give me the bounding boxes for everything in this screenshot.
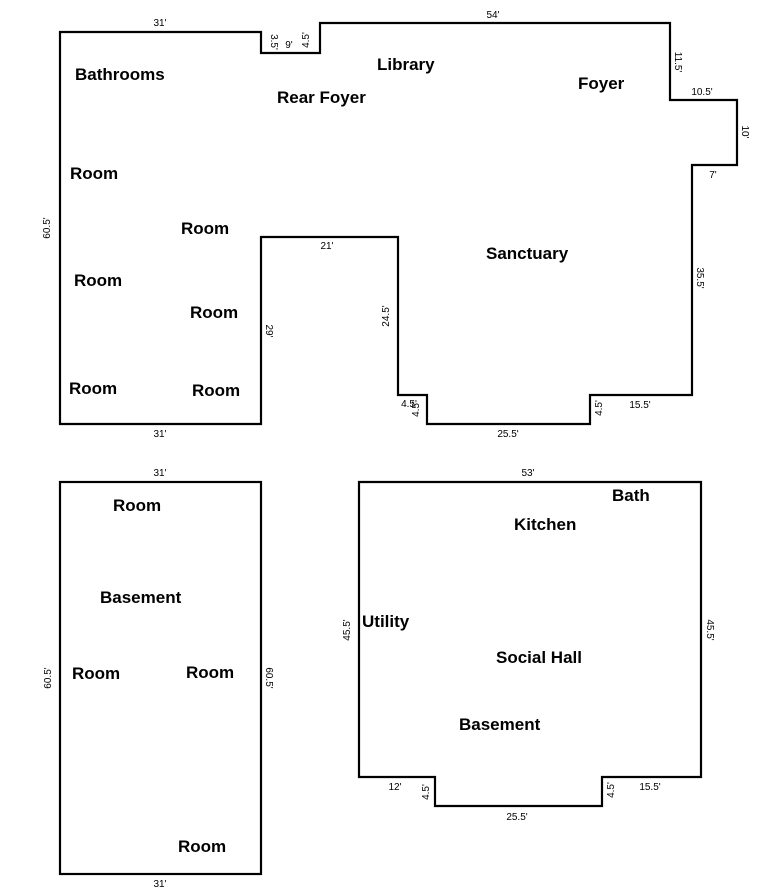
dimension-label: 4.5' (594, 400, 605, 416)
dimension-label: 31' (153, 468, 166, 479)
dimension-label: 54' (486, 10, 499, 21)
room-label-room: Room (181, 219, 229, 238)
basement-left: Room Basement Room Room Room 31' 60.5' 6… (43, 468, 274, 890)
room-label-library: Library (377, 55, 435, 74)
room-label-kitchen: Kitchen (514, 515, 576, 534)
room-label-room: Room (113, 496, 161, 515)
dimension-label: 25.5' (497, 429, 518, 440)
dimension-label: 35.5' (694, 267, 705, 288)
room-label-room: Room (69, 379, 117, 398)
room-label-room: Room (74, 271, 122, 290)
dimension-label: 3.5' (268, 34, 279, 50)
room-label-basement: Basement (100, 588, 182, 607)
dimension-label: 7' (709, 170, 717, 181)
basement-right: Bath Kitchen Utility Social Hall Basemen… (342, 468, 715, 823)
room-label-utility: Utility (362, 612, 410, 631)
room-label-room: Room (178, 837, 226, 856)
room-label-room: Room (190, 303, 238, 322)
dimension-label: 15.5' (639, 782, 660, 793)
dimension-label: 4.5' (301, 32, 312, 48)
room-label-room: Room (72, 664, 120, 683)
room-label-bathrooms: Bathrooms (75, 65, 165, 84)
dimension-label: 4.5' (411, 401, 422, 417)
room-label-foyer: Foyer (578, 74, 625, 93)
dimension-label: 29' (263, 324, 274, 337)
dimension-label: 60.5' (263, 667, 274, 688)
dimension-label: 31' (153, 429, 166, 440)
dimension-label: 4.5' (421, 784, 432, 800)
dimension-label: 45.5' (342, 619, 353, 640)
dimension-label: 11.5' (672, 52, 683, 73)
dimension-label: 4.5' (606, 782, 617, 798)
upper-floor: Bathrooms Library Rear Foyer Foyer Sanct… (42, 10, 750, 440)
room-label-social-hall: Social Hall (496, 648, 582, 667)
dimension-label: 31' (153, 879, 166, 890)
room-label-basement: Basement (459, 715, 541, 734)
upper-floor-outline (58, 21, 739, 426)
basement-right-outline (357, 480, 703, 808)
dimension-label: 21' (320, 241, 333, 252)
dimension-label: 60.5' (42, 217, 53, 238)
dimension-label: 53' (521, 468, 534, 479)
dimension-label: 24.5' (381, 305, 392, 326)
room-label-room: Room (192, 381, 240, 400)
basement-left-outline (58, 480, 263, 876)
dimension-label: 60.5' (43, 667, 54, 688)
dimension-label: 10.5' (691, 87, 712, 98)
room-label-sanctuary: Sanctuary (486, 244, 569, 263)
room-label-rear-foyer: Rear Foyer (277, 88, 366, 107)
room-label-room: Room (186, 663, 234, 682)
dimension-label: 4.5' (401, 399, 417, 410)
dimension-label: 12' (388, 782, 401, 793)
room-label-room: Room (70, 164, 118, 183)
dimension-label: 25.5' (506, 812, 527, 823)
dimension-label: 10' (739, 125, 750, 138)
dimension-label: 31' (153, 18, 166, 29)
dimension-label: 45.5' (704, 619, 715, 640)
dimension-label: 15.5' (629, 400, 650, 411)
dimension-label: 9' (285, 40, 293, 51)
room-label-bath: Bath (612, 486, 650, 505)
